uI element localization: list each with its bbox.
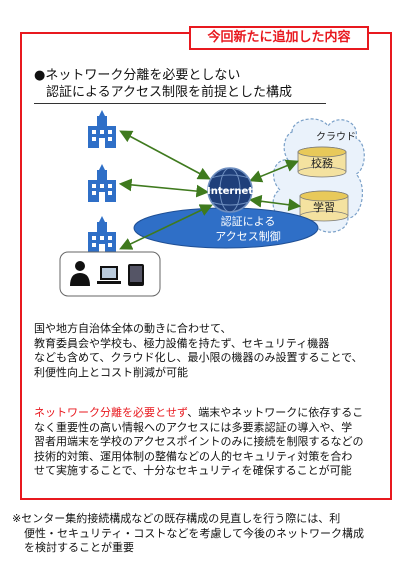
heading-line-1: ●ネットワーク分離を必要としない [34,68,241,83]
paragraph-security: ネットワーク分離を必要とせず、端末やネットワークに依存するこ なく重要性の高い情… [34,406,370,479]
paragraph1-line: 教育委員会や学校も、極力設備を持たず、セキュリティ機器 [34,336,330,350]
ellipse-label-line-2: アクセス制御 [215,229,280,243]
paragraph2-line: せて実施することで、十分なセキュリティを確保することが可能 [34,464,352,477]
db-label-school-affairs: 校務 [311,156,333,170]
heading-underline [34,103,326,104]
heading-line-2: 認証によるアクセス制限を前提とした構成 [46,85,292,100]
ellipse-label-line-1: 認証による [221,214,276,228]
paragraph1-line: 利便性向上とコスト削減が可能 [34,365,188,379]
paragraph-cloud-benefits: 国や地方自治体全体の動きに合わせて、 教育委員会や学校も、極力設備を持たず、セキ… [34,322,370,380]
paragraph2-line: なく重要性の高い情報へのアクセスには多要素認証の導入や、学 [34,420,353,434]
user-icon [70,261,90,286]
paragraph2-line: 習者用端末を学校のアクセスポイントのみに接続を制限するなどの [34,435,364,448]
tablet-icon [128,264,144,286]
footnote-line: を検討することが重要 [24,541,134,554]
cloud-label: クラウド [316,131,356,143]
school-building-icon [88,164,116,202]
paragraph1-line: 国や地方自治体全体の動きに合わせて、 [34,322,232,335]
paragraph2-line-rest: 、端末やネットワークに依存するこ [187,406,364,419]
paragraph2-line: ネットワーク分離を必要とせず、端末やネットワークに依存するこ [34,406,370,421]
highlight-no-network-separation: ネットワーク分離を必要とせず [34,406,188,419]
laptop-icon [97,266,121,284]
internet-label: Internet [207,186,253,197]
paragraph1-line: なども含めて、クラウド化し、最小限の機器のみ設置することで、 [34,351,363,364]
school-building-icon [88,216,116,254]
network-diagram: クラウド 校務 学習 認証による アクセス制御 Internet [59,110,365,297]
internet-globe-icon [207,167,253,213]
footnote-line: 便性・セキュリティ・コストなどを考慮して今後のネットワーク構成 [24,526,365,540]
connection-arrows [118,130,302,250]
footnote: ※センター集約接続構成などの既存構成の見直しを行う際には、利 便性・セキュリティ… [12,512,406,556]
new-content-tag: 今回新たに追加した内容 [189,26,369,50]
paragraph2-line: 技術的対策、運用体制の整備などの人的セキュリティ対策を合わ [34,449,353,463]
footnote-line: ※センター集約接続構成などの既存構成の見直しを行う際には、利 [12,512,341,525]
db-label-learning: 学習 [313,200,335,214]
school-building-icon [88,110,116,148]
